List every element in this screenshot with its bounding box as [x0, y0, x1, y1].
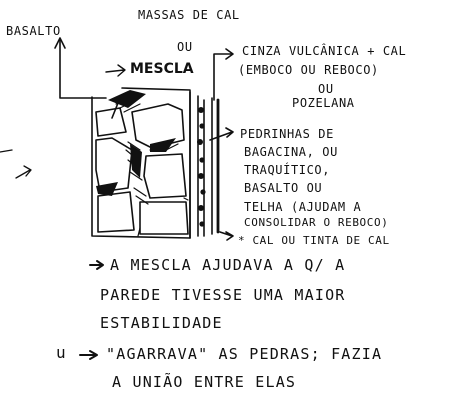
- label-massas-de-cal: MASSAS DE CAL: [138, 8, 240, 22]
- stone-4: [143, 153, 187, 199]
- note-mescla-line-3: ESTABILIDADE: [100, 314, 223, 332]
- label-pozelana: POZELANA: [292, 96, 355, 110]
- note-mescla-line-2: PAREDE TIVESSE UMA MAIOR: [100, 286, 346, 304]
- pedrinhas-dots: [197, 107, 206, 227]
- label-mescla: MESCLA: [130, 61, 194, 77]
- label-basalto: BASALTO: [6, 24, 61, 38]
- label-cal-tinta: * CAL OU TINTA DE CAL: [238, 234, 390, 247]
- mortar-dark-4: [150, 138, 176, 152]
- note-agarrava-line-1: "AGARRAVA" AS PEDRAS; FAZIA: [106, 345, 383, 363]
- note-agarrava-line-2: A UNIÃO ENTRE ELAS: [112, 373, 297, 391]
- label-pedrinhas-4: BASALTO OU: [244, 181, 323, 195]
- label-emboco: (EMBOCO OU REBOCO): [238, 63, 379, 77]
- arrow-mescla: [105, 64, 126, 77]
- stone-6: [95, 107, 127, 137]
- arrow-pedrinhas: [209, 127, 234, 141]
- arrow-note2: [79, 350, 98, 360]
- mortar-dark-2: [130, 144, 142, 178]
- arrow-note1: [89, 260, 104, 270]
- label-ou-2: OU: [318, 82, 334, 96]
- arrow-cal: [219, 231, 234, 241]
- label-ou-1: OU: [177, 40, 193, 54]
- note-mescla-line-1: A MESCLA AJUDAVA A Q/ A: [110, 256, 346, 274]
- stone-2: [131, 103, 185, 149]
- stone-1: [95, 137, 133, 193]
- stone-3: [97, 191, 135, 233]
- label-pedrinhas-5: TELHA (AJUDAM A: [244, 200, 362, 214]
- mortar-dark-1: [108, 90, 146, 108]
- stone-5: [139, 201, 189, 235]
- left-scribble: [0, 149, 32, 179]
- label-pedrinhas-6: CONSOLIDAR O REBOCO): [244, 216, 389, 229]
- label-cinza-vulcanica: CINZA VULCÂNICA + CAL: [242, 44, 407, 58]
- label-pedrinhas-3: TRAQUÍTICO,: [244, 163, 331, 177]
- label-pedrinhas-1: PEDRINHAS DE: [240, 127, 334, 141]
- arrow-basalto: [59, 39, 107, 99]
- arrow-cinza: [213, 48, 234, 101]
- mortar-dark-3: [96, 182, 118, 196]
- label-pedrinhas-2: BAGACINA, OU: [244, 145, 338, 159]
- render-layers: [189, 91, 220, 239]
- left-fragment: u: [56, 343, 67, 362]
